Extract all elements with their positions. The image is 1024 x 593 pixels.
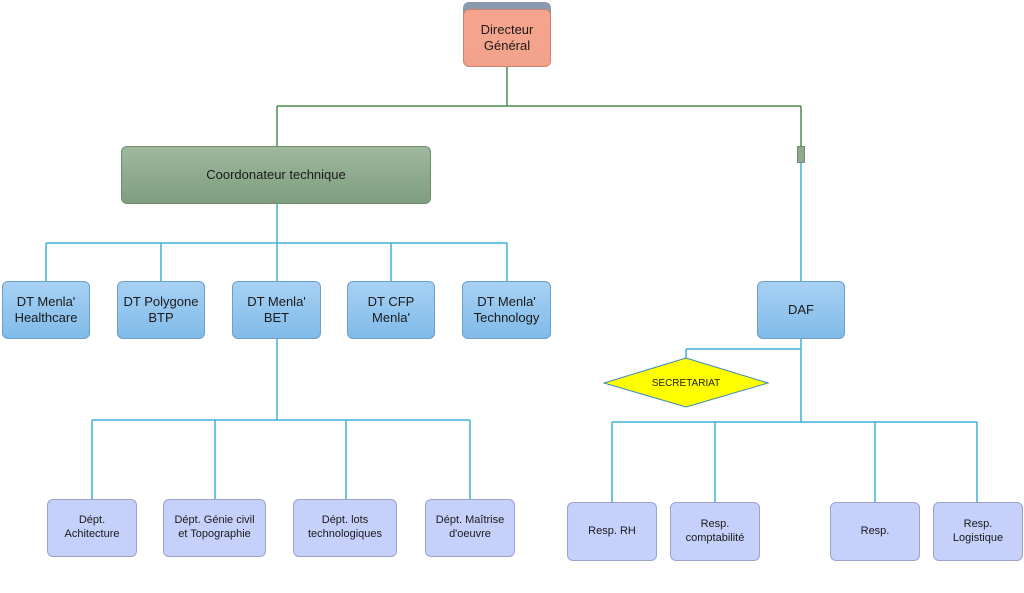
node-label: Resp. comptabilité bbox=[685, 517, 745, 544]
node-label: DT Polygone BTP bbox=[123, 293, 199, 325]
node-dept-lots-technologiques[interactable]: Dépt. lots technologiques bbox=[293, 499, 397, 557]
connector-junction-box bbox=[797, 146, 805, 163]
node-label: DT Menla' Technology bbox=[473, 293, 540, 325]
node-coordonateur-technique[interactable]: Coordonateur technique bbox=[121, 146, 431, 204]
node-resp[interactable]: Resp. bbox=[830, 502, 920, 561]
node-label: Coordonateur technique bbox=[206, 166, 346, 182]
secretariat-label: SECRETARIAT bbox=[651, 377, 721, 389]
node-dt-bet[interactable]: DT Menla' BET bbox=[232, 281, 321, 339]
node-label: DAF bbox=[788, 301, 814, 317]
node-dt-technology[interactable]: DT Menla' Technology bbox=[462, 281, 551, 339]
node-dept-maitrise-oeuvre[interactable]: Dépt. Maîtrise d'oeuvre bbox=[425, 499, 515, 557]
node-label: Resp. bbox=[860, 524, 890, 537]
node-label: DT Menla' Healthcare bbox=[14, 293, 78, 325]
node-label: Resp. RH bbox=[588, 524, 636, 537]
node-label: Dépt. lots technologiques bbox=[307, 514, 382, 540]
secretariat-diamond[interactable] bbox=[602, 357, 770, 408]
node-label: DT Menla' BET bbox=[247, 293, 306, 325]
node-label: Resp. Logistique bbox=[952, 517, 1004, 544]
node-label: DT CFP Menla' bbox=[367, 293, 415, 325]
node-dt-cfp[interactable]: DT CFP Menla' bbox=[347, 281, 435, 339]
node-resp-logistique[interactable]: Resp. Logistique bbox=[933, 502, 1023, 561]
node-daf[interactable]: DAF bbox=[757, 281, 845, 339]
node-dt-polygone-btp[interactable]: DT Polygone BTP bbox=[117, 281, 205, 339]
node-dt-healthcare[interactable]: DT Menla' Healthcare bbox=[2, 281, 90, 339]
node-dept-architecture[interactable]: Dépt. Achitecture bbox=[47, 499, 137, 557]
node-label: Dépt. Achitecture bbox=[64, 514, 120, 540]
node-label: Dépt. Génie civil et Topographie bbox=[174, 514, 255, 540]
node-directeur-general[interactable]: Directeur Général bbox=[463, 9, 551, 67]
node-dept-genie-civil[interactable]: Dépt. Génie civil et Topographie bbox=[163, 499, 266, 557]
node-label: Directeur Général bbox=[480, 21, 534, 53]
node-resp-comptabilite[interactable]: Resp. comptabilité bbox=[670, 502, 760, 561]
node-label: Dépt. Maîtrise d'oeuvre bbox=[435, 514, 505, 540]
node-resp-rh[interactable]: Resp. RH bbox=[567, 502, 657, 561]
